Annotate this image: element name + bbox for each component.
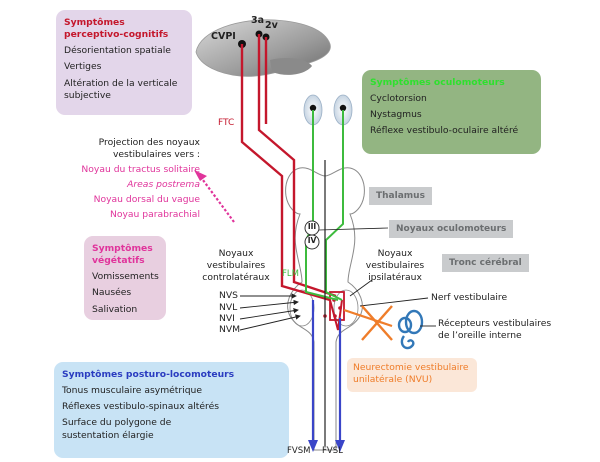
- perceptivo-box: Symptômes perceptivo-cognitifs Désorient…: [56, 10, 192, 115]
- nvl-pointer: [239, 299, 299, 309]
- red-pathway-3a: [257, 34, 337, 298]
- ipsi-line: vestibulaires: [365, 259, 425, 271]
- oculomoteurs-box: Symptômes oculomoteurs Cyclotorsion Nyst…: [362, 70, 541, 154]
- projection-arrow-head: [194, 170, 207, 181]
- red-flm-branch: [329, 299, 343, 331]
- fvsm-arrow: [308, 440, 318, 452]
- tronc-cerebral-label: Tronc cérébral: [442, 254, 529, 272]
- green-pathway-right: [325, 110, 344, 301]
- contra-nuclei-label: Noyaux vestibulaires controlatéraux: [196, 248, 276, 284]
- projection-arrow-icon: [199, 175, 235, 223]
- nvs-label: NVS: [219, 290, 238, 301]
- flm-label: FLM: [282, 269, 299, 279]
- area-2v-label: 2v: [265, 20, 278, 31]
- cvpi-label: CVPI: [211, 31, 236, 42]
- green-pathway-left: [305, 110, 339, 301]
- nerve-IV-label: IV: [307, 236, 317, 245]
- nerf-pointer: [359, 297, 429, 307]
- perceptivo-title-line1: Symptômes: [64, 17, 125, 28]
- red-pathway-cvpi: [240, 44, 331, 302]
- fvsl-arrow: [335, 440, 345, 452]
- contra-line: Noyaux: [218, 248, 254, 259]
- nvi-label: NVI: [219, 313, 235, 324]
- area-3a-label: 3a: [251, 15, 265, 26]
- oculomoteurs-title: Symptômes oculomoteurs: [370, 77, 505, 88]
- projection-item: Noyau dorsal du vague: [93, 193, 200, 205]
- vegetatifs-item: Salivation: [92, 303, 138, 315]
- brainstem-outline: [285, 167, 365, 451]
- vegetatifs-box: Symptômes végétatifs Vomissements Nausée…: [84, 236, 166, 320]
- ipsi-line: Noyaux: [377, 248, 413, 259]
- fvsl-label: FVSL: [322, 446, 343, 456]
- brain-cerebellum-shape: [270, 58, 312, 75]
- left-pupil: [309, 104, 317, 112]
- ipsi-nuclei-outline: [333, 289, 359, 327]
- posturo-title: Symptômes posturo-locomoteurs: [62, 369, 235, 380]
- nerf-vestibulaire-label: Nerf vestibulaire: [431, 292, 508, 303]
- oculomoteurs-item: Cyclotorsion: [370, 93, 427, 105]
- perceptivo-item: Altération de la verticale subjective: [64, 77, 178, 101]
- projection-heading-line2: vestibulaires vers :: [112, 148, 200, 160]
- nvu-line: Neurectomie vestibulaire: [353, 362, 469, 373]
- inner-ear-icon: [397, 309, 424, 350]
- recepteurs-label: Récepteurs vestibulaires de l’oreille in…: [438, 318, 551, 342]
- oculomoteurs-item: Réflexe vestibulo-oculaire altéré: [370, 125, 519, 137]
- posturo-box: Symptômes posturo-locomoteurs Tonus musc…: [54, 362, 289, 458]
- nucleus-dot: [333, 314, 337, 318]
- posturo-item: Tonus musculaire asymétrique: [62, 385, 203, 397]
- ipsi-line: ipsilatéraux: [368, 271, 422, 283]
- projection-item: Noyau du tractus solitaire: [81, 163, 200, 175]
- nvl-label: NVL: [219, 302, 238, 313]
- ipsi-nuclei-label: Noyaux vestibulaires ipsilatéraux: [360, 248, 430, 284]
- perceptivo-item: Vertiges: [64, 61, 102, 73]
- ipsi-nuclei-red-box: [329, 291, 345, 321]
- nucleus-dot: [338, 306, 342, 310]
- noyaux-oculomoteurs-label: Noyaux oculomoteurs: [389, 220, 514, 238]
- oculomoteurs-item: Nystagmus: [370, 109, 422, 121]
- projection-item: Noyau parabrachial: [109, 208, 200, 220]
- projection-heading-line1: Projection des noyaux: [98, 137, 200, 148]
- right-pupil: [339, 104, 347, 112]
- ipsi-pointer: [349, 279, 373, 297]
- vestibular-nerve: [343, 308, 393, 328]
- oculomotor-link: [318, 227, 389, 231]
- vegetatifs-title-line2: végétatifs: [92, 255, 145, 267]
- posturo-item: Réflexes vestibulo-spinaux altérés: [62, 401, 220, 413]
- vegetatifs-item: Vomissements: [92, 271, 159, 283]
- vegetatifs-item: Nausées: [92, 287, 132, 299]
- cut-mark-b: [361, 305, 393, 341]
- projection-block: Projection des noyaux vestibulaires vers…: [44, 137, 200, 221]
- fvsm-label: FVSM: [287, 446, 311, 456]
- nvu-line: unilatérale (NVU): [353, 374, 433, 386]
- ftc-label: FTC: [218, 118, 235, 128]
- nerve-IV-circle: [304, 234, 320, 250]
- thalamus-label: Thalamus: [369, 187, 432, 205]
- contra-line: controlatéraux: [202, 271, 270, 283]
- nvm-pointer: [239, 314, 301, 331]
- posturo-item: Surface du polygone de sustentation élar…: [62, 417, 172, 441]
- nerve-III-label: III: [307, 222, 317, 231]
- projection-item: Areas postrema: [127, 178, 200, 190]
- nvu-box: Neurectomie vestibulaire unilatérale (NV…: [347, 358, 477, 392]
- vegetatifs-title: Symptômes végétatifs: [92, 243, 158, 267]
- vegetatifs-title-line1: Symptômes: [92, 243, 153, 254]
- perceptivo-item: Désorientation spatiale: [64, 45, 171, 57]
- nvm-label: NVM: [219, 324, 241, 335]
- recepteurs-line: de l’oreille interne: [438, 329, 522, 341]
- perceptivo-title: Symptômes perceptivo-cognitifs: [64, 17, 184, 41]
- contra-line: vestibulaires: [206, 259, 266, 271]
- nvi-pointer: [239, 308, 299, 320]
- perceptivo-title-line2: perceptivo-cognitifs: [64, 29, 169, 41]
- recepteurs-line: Récepteurs vestibulaires: [438, 318, 552, 329]
